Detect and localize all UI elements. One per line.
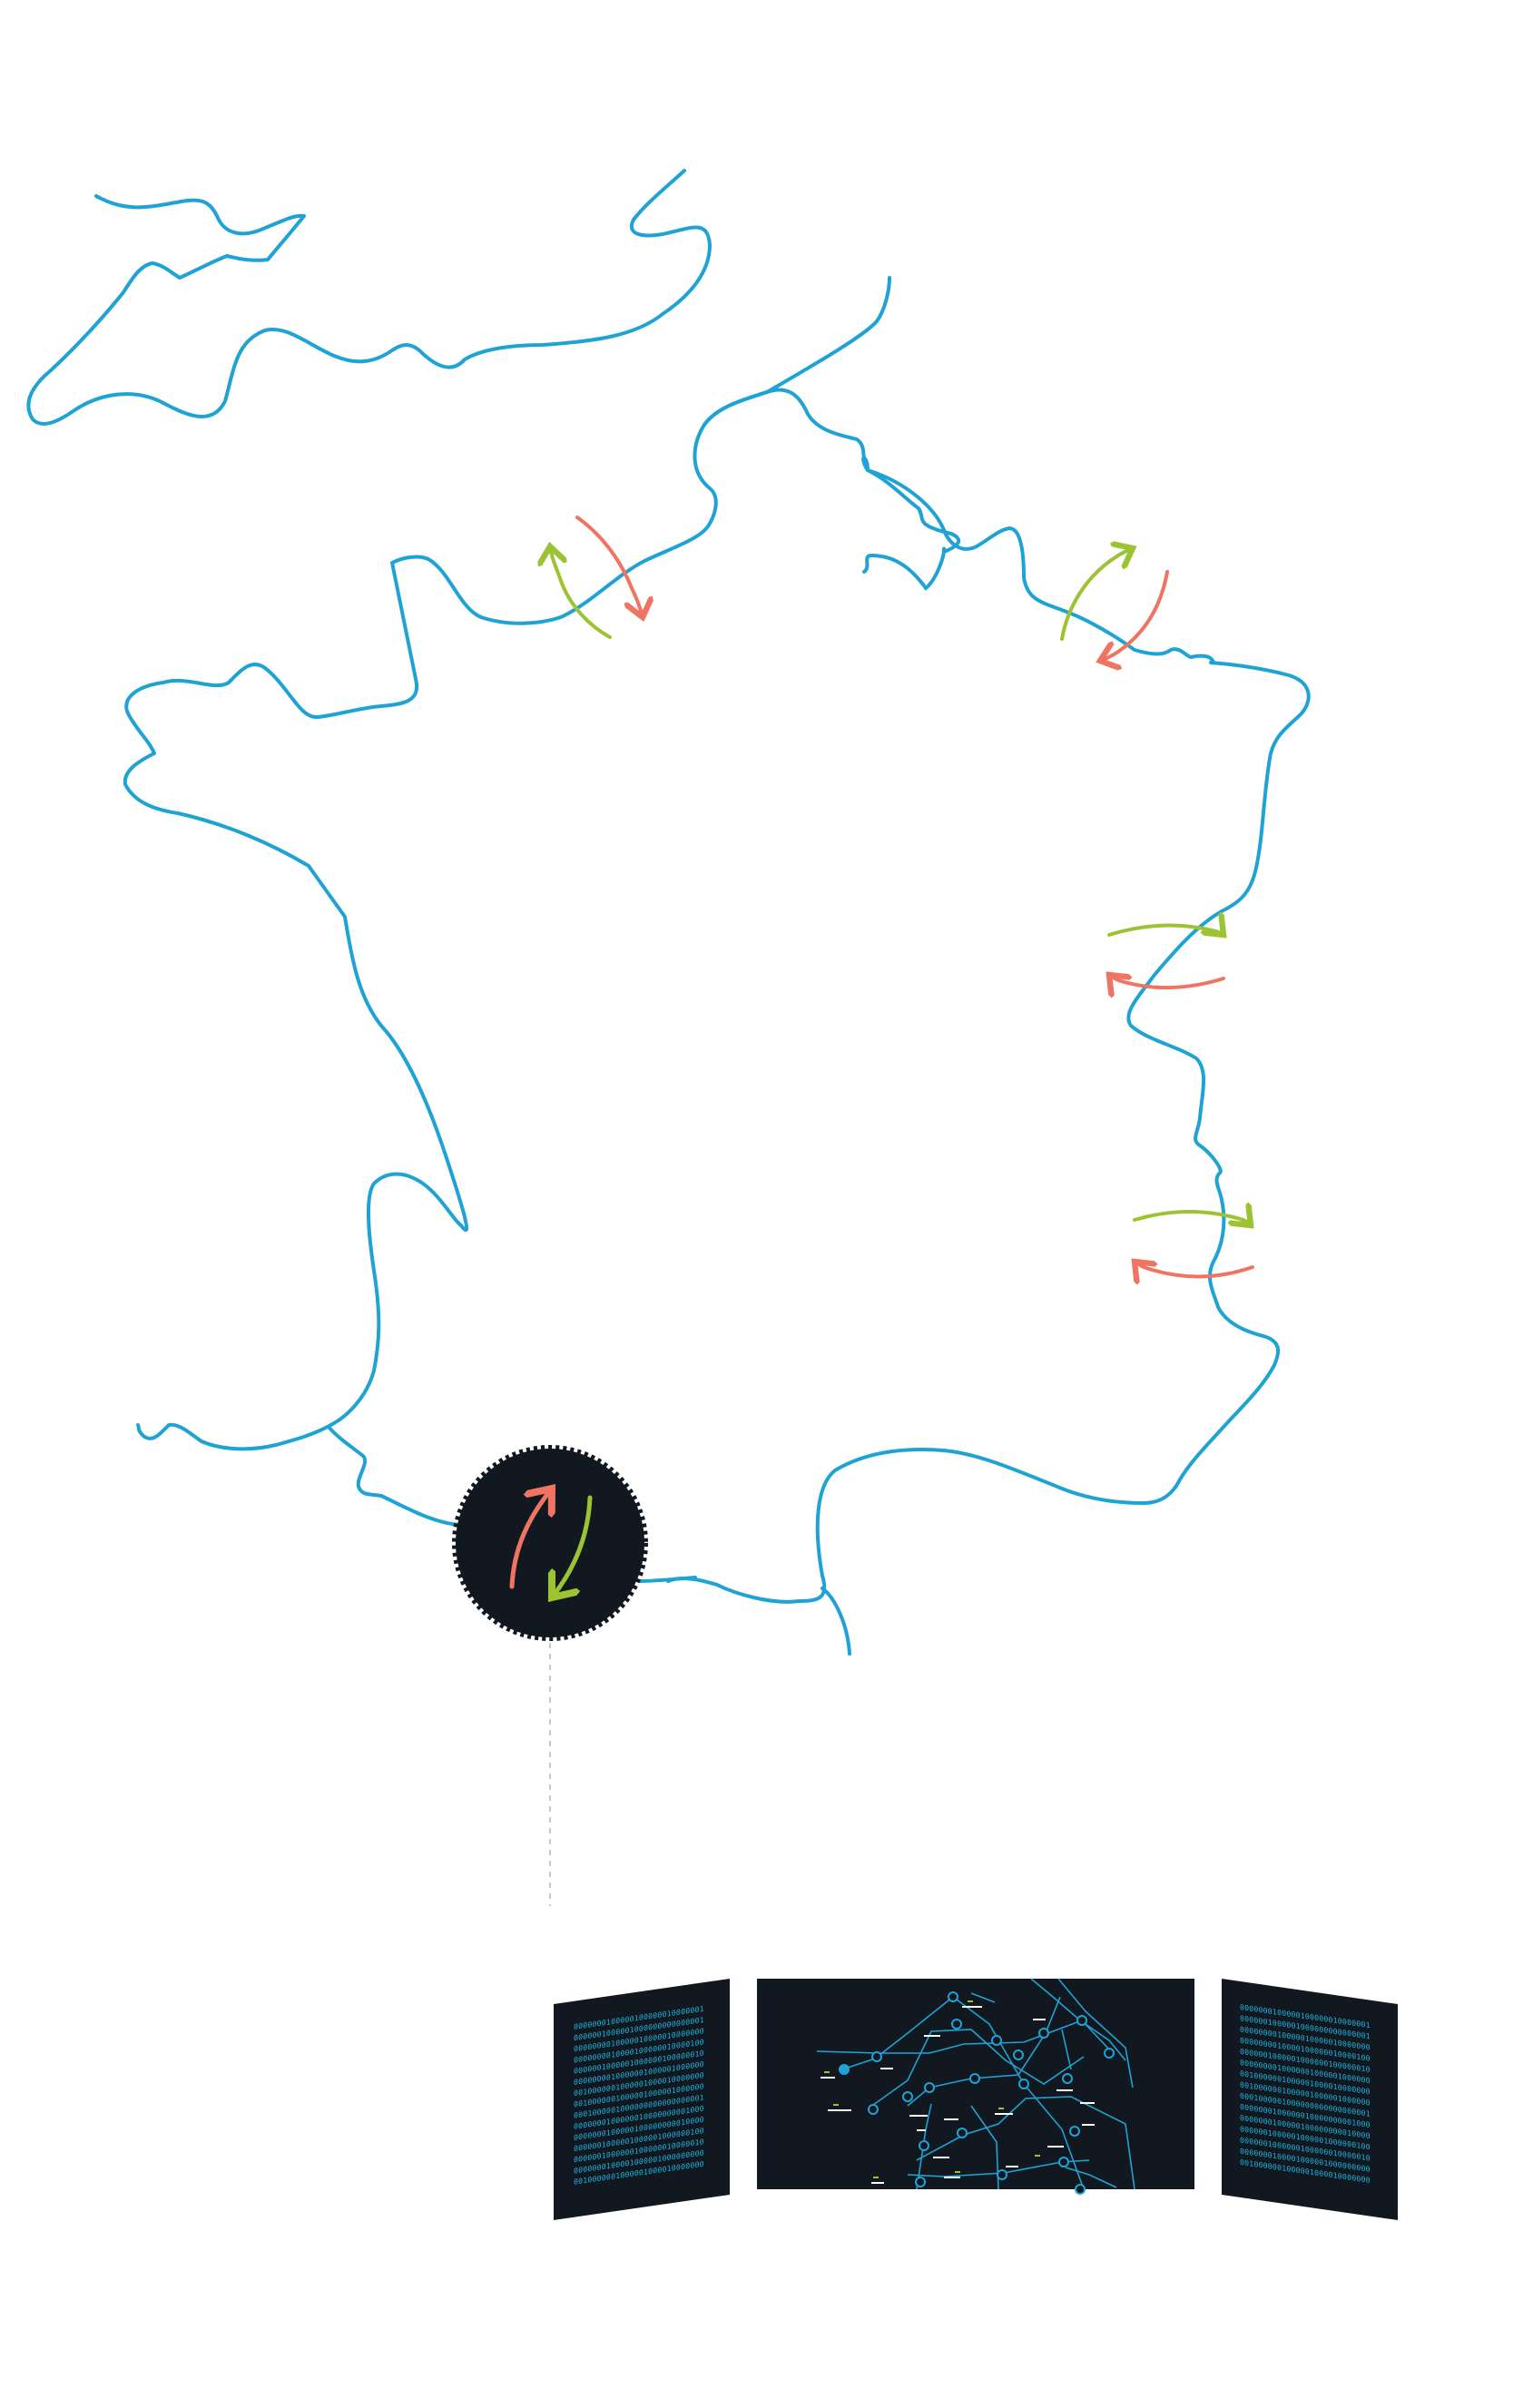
network-labels (821, 2000, 1095, 2184)
exchange-north-east (1060, 548, 1169, 661)
uk-coastline (26, 169, 712, 426)
green-arrow-icon (1060, 548, 1133, 641)
france-coastline (123, 390, 769, 1527)
green-arrow-icon (552, 1495, 593, 1597)
green-arrow-icon (1107, 926, 1223, 935)
pyrenees-border (639, 1576, 851, 1656)
red-arrow-icon (1135, 1262, 1254, 1277)
exchange-badge (452, 1445, 648, 1641)
right-binary-panel: 0000000100000100000010000001000000100000… (1222, 1979, 1398, 2220)
red-arrow-icon (509, 1489, 552, 1589)
exchange-east-lower (1133, 1212, 1254, 1277)
green-arrow-icon (1133, 1212, 1251, 1225)
france-east-coastline (703, 390, 961, 591)
north-border-trace (765, 276, 891, 394)
france-northeast-border (666, 388, 1311, 1604)
red-arrow-icon (575, 516, 643, 617)
exchange-north-channel (550, 516, 643, 639)
exchange-east-upper (1109, 926, 1223, 988)
red-arrow-icon (1109, 975, 1225, 988)
green-arrow-icon (550, 546, 612, 639)
red-arrow-icon (1100, 570, 1169, 661)
network-nodes (839, 1991, 1115, 2195)
center-network-panel (757, 1978, 1194, 2195)
left-binary-panel: 0000000100000100000010000001000000100000… (554, 1979, 730, 2220)
